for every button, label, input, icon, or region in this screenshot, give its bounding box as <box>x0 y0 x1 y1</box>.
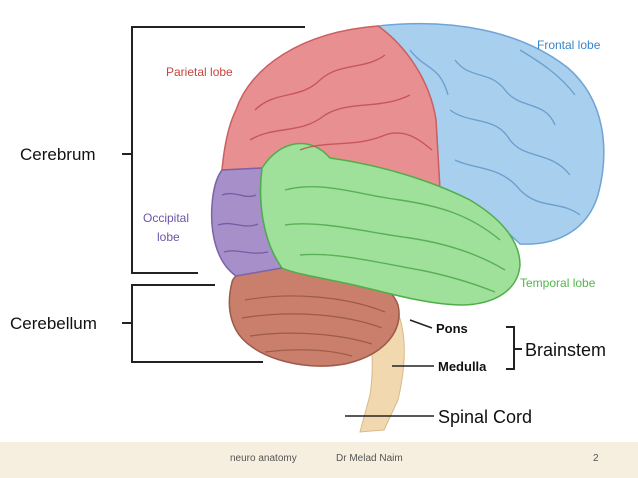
medulla-label: Medulla <box>438 359 487 374</box>
temporal-lobe-shape <box>259 142 521 306</box>
occipital-gyri <box>217 192 269 254</box>
parietal-lobe-label: Parietal lobe <box>166 65 233 79</box>
footer-course: neuro anatomy <box>230 453 297 464</box>
brainstem-bracket <box>506 326 522 370</box>
slide-footer: neuro anatomy Dr Melad Naim 2 <box>0 442 638 478</box>
frontal-gyri <box>409 49 581 216</box>
pointer-lines <box>345 319 434 417</box>
footer-page-number: 2 <box>593 453 599 464</box>
cerebrum-label: Cerebrum <box>20 145 96 164</box>
frontal-lobe-label: Frontal lobe <box>537 38 601 52</box>
parietal-gyri <box>249 54 433 151</box>
cerebellum-folds <box>241 295 386 357</box>
occipital-lobe-label-line2: lobe <box>157 230 180 244</box>
temporal-lobe-label: Temporal lobe <box>520 276 596 290</box>
pons-label: Pons <box>436 321 468 336</box>
temporal-gyri <box>284 185 506 293</box>
footer-author: Dr Melad Naim <box>336 453 403 464</box>
cerebellum-bracket <box>122 284 263 363</box>
cerebrum-bracket <box>122 26 305 274</box>
cerebellum-label: Cerebellum <box>10 314 97 333</box>
spinal-cord-label: Spinal Cord <box>438 407 532 427</box>
occipital-lobe-label-line1: Occipital <box>143 211 189 225</box>
brainstem-label: Brainstem <box>525 340 606 360</box>
